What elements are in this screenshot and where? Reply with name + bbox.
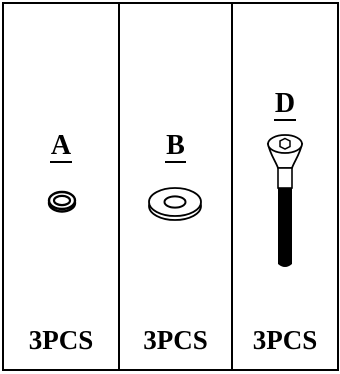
part-letter: A [4, 130, 118, 163]
part-cell-d: D 3PCS [233, 2, 337, 371]
part-quantity: 3PCS [252, 325, 318, 355]
parts-table-border [2, 2, 339, 371]
part-letter: D [233, 88, 337, 121]
part-cell-b: B 3PCS [120, 2, 231, 371]
part-letter: B [120, 130, 231, 163]
countersunk-hex-bolt-icon [266, 134, 304, 267]
column-divider [118, 2, 120, 371]
large-washer-icon [148, 187, 202, 221]
part-quantity: 3PCS [28, 325, 94, 355]
part-letter-text: D [273, 88, 297, 121]
part-cell-a: A 3PCS [4, 2, 118, 371]
part-letter-text: A [49, 130, 73, 163]
small-washer-icon [47, 190, 77, 213]
part-letter-text: B [165, 130, 186, 163]
column-divider [231, 2, 233, 371]
part-quantity: 3PCS [143, 325, 208, 355]
